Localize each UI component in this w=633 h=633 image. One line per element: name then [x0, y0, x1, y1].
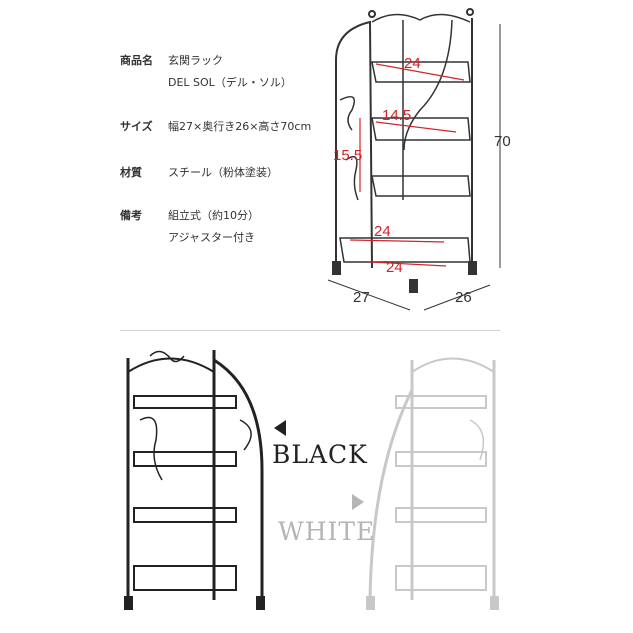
spec-label: 材質: [120, 166, 142, 179]
dim-top-width: 24: [404, 55, 421, 72]
spec-value: 組立式（約10分）: [168, 209, 259, 222]
spec-value: アジャスター付き: [168, 231, 256, 244]
black-color-label: BLACK: [272, 440, 368, 469]
spec-label: 備考: [120, 209, 142, 222]
spec-label: 商品名: [120, 54, 153, 67]
dim-bottom-depth: 24: [386, 259, 403, 276]
black-foot: [256, 596, 265, 610]
spec-label: サイズ: [120, 120, 153, 133]
white-foot: [490, 596, 499, 610]
white-foot: [366, 596, 375, 610]
black-foot: [124, 596, 133, 610]
dim-width: 27: [353, 289, 370, 306]
spec-value: 玄関ラック: [168, 54, 223, 67]
dim-bottom-width: 24: [374, 223, 391, 240]
dim-shelf-gap: 15.5: [333, 147, 362, 164]
dim-height: 70: [494, 133, 511, 150]
dim-inner-width: 14.5: [382, 107, 411, 124]
section-divider: [120, 330, 500, 331]
spec-value: スチール（粉体塗装）: [168, 166, 278, 179]
spec-value: 幅27×奥行き26×高さ70cm: [168, 120, 312, 133]
dim-depth: 26: [455, 289, 472, 306]
white-color-label: WHITE: [278, 517, 376, 546]
white-arrow-icon: [352, 494, 364, 510]
black-arrow-icon: [274, 420, 286, 436]
spec-value: DEL SOL（デル・ソル）: [168, 76, 292, 89]
